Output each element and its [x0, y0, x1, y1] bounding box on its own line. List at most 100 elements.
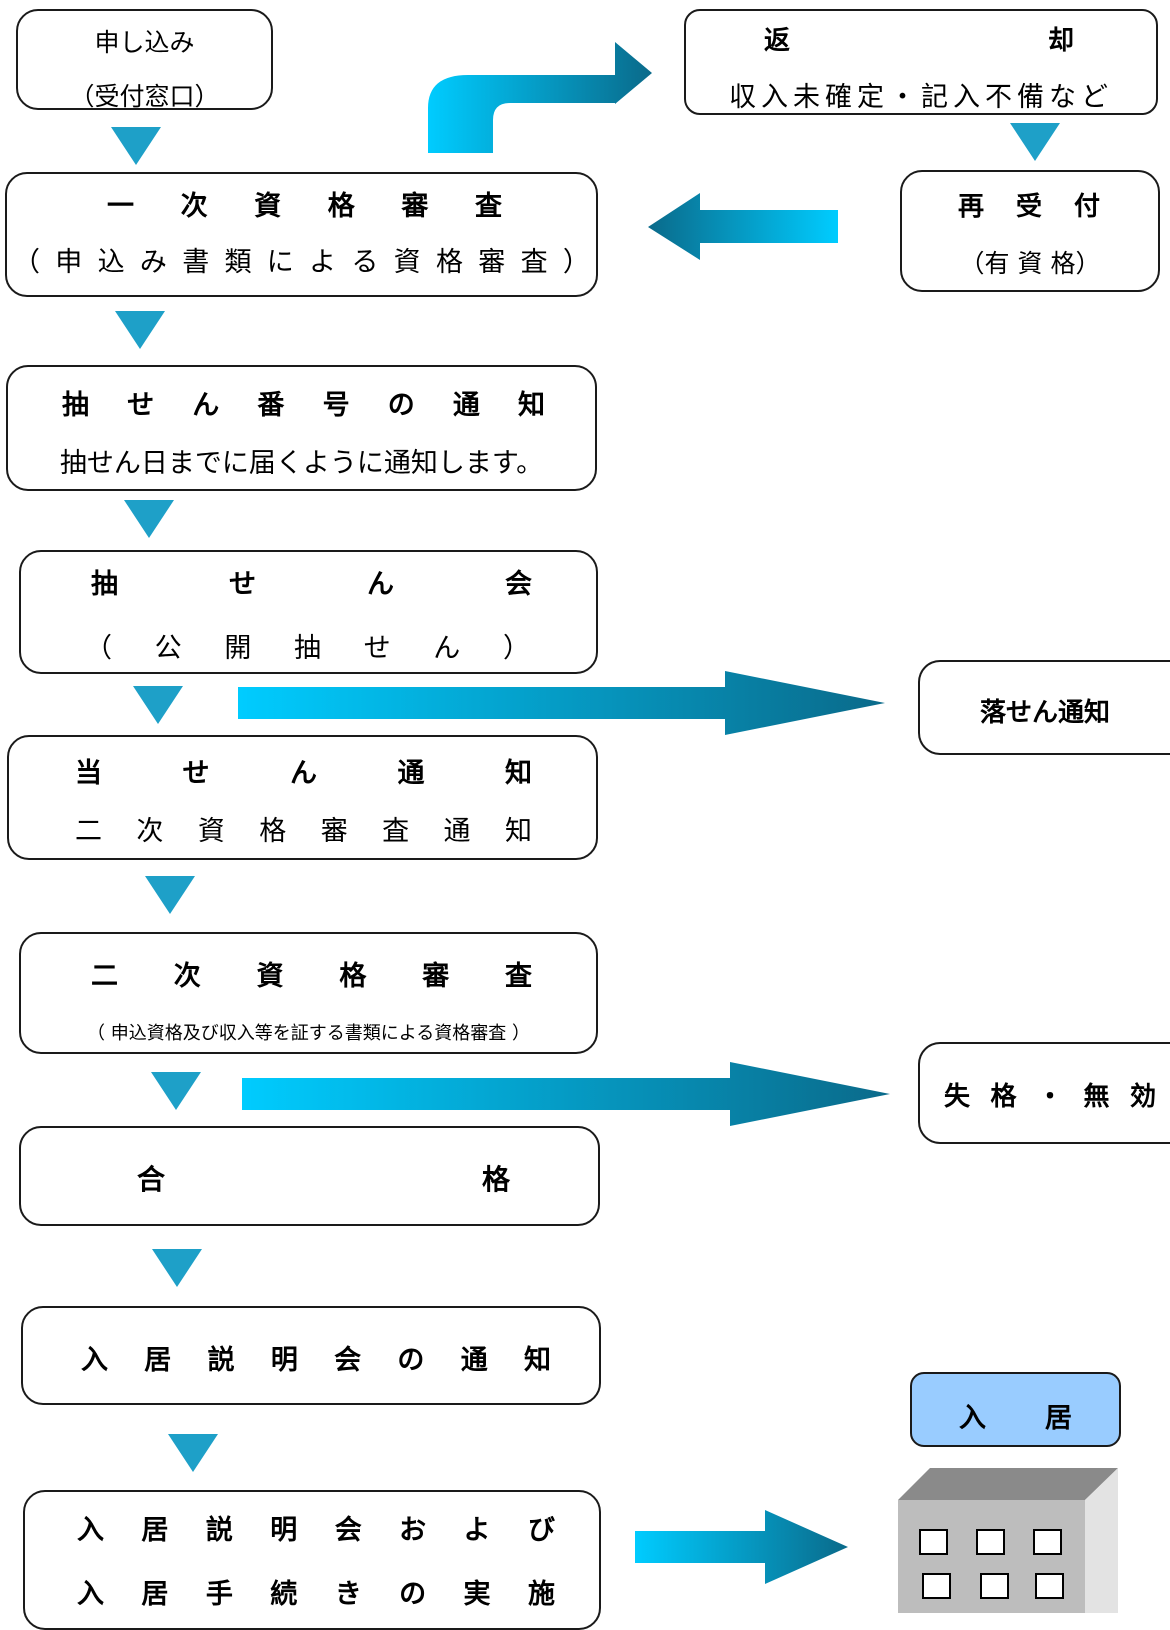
line1-char: 居 — [141, 1515, 169, 1546]
title-char: 審 — [401, 191, 429, 222]
sub-char: 審 — [320, 816, 348, 847]
sub-char: 次 — [136, 816, 164, 847]
line1-char: 明 — [270, 1515, 298, 1546]
down-arrow-return — [1010, 123, 1060, 161]
reaccept-arrow — [648, 193, 838, 260]
first-review-title: 一 次 資 格 審 査 — [107, 184, 502, 223]
first-review-sub: （ 申 込 み 書 類 に よ る 資 格 審 査 ） — [13, 240, 590, 279]
disqualified-box: 失 格 ・ 無 効 — [918, 1042, 1170, 1144]
title-char: 査 — [504, 961, 532, 992]
title-char: 抽 — [91, 569, 118, 600]
title-char: 格 — [327, 191, 355, 222]
return-title: 返 却 — [764, 20, 1074, 57]
sub-char: 抽 — [293, 633, 321, 664]
title-char: 無 — [1083, 1082, 1110, 1112]
lottery-sub: （ 公 開 抽 せ ん ） — [85, 626, 530, 665]
apply-sub: （受付窓口） — [69, 82, 220, 111]
line1-char: よ — [463, 1515, 491, 1546]
sub-char: 格 — [435, 247, 463, 278]
title-char: 知 — [523, 1345, 551, 1376]
down-arrow-5 — [145, 876, 195, 914]
pass-box: 合 格 — [19, 1126, 600, 1226]
title-char: 居 — [144, 1345, 172, 1376]
apply-box: 申し込み （受付窓口） — [16, 9, 273, 111]
return-title-char: 返 — [764, 26, 791, 56]
sub-char: ん — [433, 633, 461, 664]
title-char: ん — [290, 758, 317, 789]
title-char: ん — [367, 569, 394, 600]
briefing-notice-box: 入 居 説 明 会 の 通 知 — [21, 1306, 601, 1405]
down-arrow-6 — [151, 1072, 201, 1110]
reaccept-sub: （有 資 格） — [959, 249, 1101, 278]
title-char: 抽 — [62, 390, 89, 421]
sub-char: 公 — [154, 633, 182, 664]
title-char: 号 — [322, 390, 350, 421]
reaccept-title-char: 受 — [1015, 192, 1042, 222]
line2-char: の — [399, 1579, 427, 1610]
line2-char: 施 — [527, 1579, 555, 1610]
pass-title: 合 格 — [137, 1158, 510, 1198]
title-char: ん — [192, 390, 220, 421]
reaccept-title: 再 受 付 — [958, 186, 1100, 223]
title-char: 知 — [505, 758, 532, 789]
line2-char: 手 — [205, 1579, 233, 1610]
sub-char: 込 — [97, 247, 125, 278]
lottery-number-sub: 抽せん日までに届くように通知します。 — [59, 448, 544, 479]
sub-char: に — [266, 247, 294, 278]
sub-char: （ — [85, 633, 112, 664]
sub-char: ） — [502, 633, 530, 664]
down-arrow-3 — [124, 500, 174, 538]
down-arrow-1 — [111, 127, 161, 165]
line2-char: 入 — [77, 1579, 104, 1610]
win-notice-box: 当 せ ん 通 知 二 次 資 格 審 査 通 知 — [7, 735, 598, 860]
title-char: の — [387, 390, 415, 421]
title-char: 居 — [1045, 1403, 1072, 1434]
lose-notice-title: 落せん通知 — [979, 698, 1110, 728]
reaccept-title-char: 付 — [1073, 192, 1100, 222]
title-char: 通 — [397, 758, 425, 789]
title-char: 次 — [180, 191, 208, 222]
sub-char: せ — [363, 633, 391, 664]
down-arrow-2 — [115, 311, 165, 349]
building-icon — [898, 1468, 1118, 1613]
sub-char: 書 — [182, 247, 210, 278]
title-char: 会 — [334, 1345, 362, 1376]
line2-char: き — [334, 1579, 362, 1610]
sub-char: ） — [562, 247, 590, 278]
title-char: 合 — [137, 1163, 166, 1196]
title-char: 説 — [207, 1345, 235, 1376]
title-char: 格 — [481, 1163, 510, 1196]
title-char: 知 — [517, 390, 545, 421]
down-arrow-8 — [168, 1434, 218, 1472]
title-char: 審 — [422, 961, 450, 992]
title-char: 会 — [505, 569, 532, 600]
line1-char: お — [399, 1515, 427, 1546]
sub-char: る — [351, 247, 379, 278]
move-in-title: 入 居 — [959, 1396, 1072, 1435]
briefing-box: 入 居 説 明 会 お よ び 入 居 手 続 き の 実 施 — [23, 1490, 601, 1630]
line1-char: 説 — [205, 1515, 233, 1546]
apply-title: 申し込み — [94, 28, 195, 57]
title-char: 入 — [959, 1403, 986, 1434]
lose-arrow — [238, 671, 885, 735]
sub-char: 格 — [259, 816, 287, 847]
sub-char: 二 — [75, 816, 102, 847]
title-char: せ — [182, 758, 210, 789]
first-review-box: 一 次 資 格 審 査 （ 申 込 み 書 類 に よ る 資 格 審 査 ） — [5, 172, 598, 297]
title-char: 査 — [474, 191, 502, 222]
title-char: 資 — [256, 961, 284, 992]
line2-char: 実 — [463, 1579, 491, 1610]
win-notice-sub: 二 次 資 格 審 査 通 知 — [75, 809, 532, 848]
lose-notice-box: 落せん通知 — [918, 660, 1170, 755]
lottery-title: 抽 せ ん 会 — [91, 562, 532, 601]
sub-char: 審 — [478, 247, 506, 278]
briefing-line1: 入 居 説 明 会 お よ び — [77, 1508, 555, 1547]
sub-char: （ — [13, 247, 40, 278]
title-char: せ — [127, 390, 155, 421]
lottery-number-box: 抽 せ ん 番 号 の 通 知 抽せん日までに届くように通知します。 — [6, 365, 597, 491]
title-char: 一 — [107, 191, 134, 222]
sub-char: 資 — [393, 247, 421, 278]
return-box: 返 却 収入未確定・記入不備など — [684, 9, 1158, 115]
down-arrow-7 — [152, 1249, 202, 1287]
